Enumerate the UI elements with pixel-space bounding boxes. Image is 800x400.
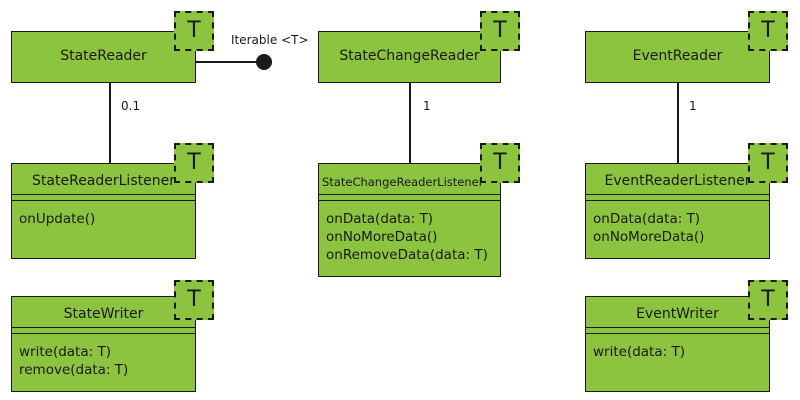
type-parameter-box: T — [480, 143, 520, 183]
operations-list: onUpdate() — [19, 210, 191, 228]
multiplicity-event-reader-listener: 1 — [689, 99, 697, 113]
operation: onData(data: T) — [593, 211, 701, 227]
class-name: StateWriter — [63, 306, 144, 322]
multiplicity-state-change-reader-listener: 1 — [423, 99, 431, 113]
operation: write(data: T) — [19, 344, 111, 360]
interface-label: Iterable <T> — [231, 33, 309, 47]
multiplicity-state-reader-listener: 0.1 — [121, 99, 141, 113]
operation: onRemoveData(data: T) — [326, 247, 488, 263]
class-state-reader[interactable]: StateReader — [11, 31, 196, 83]
operations-list: onData(data: T) onNoMoreData() — [593, 210, 765, 246]
class-event-writer[interactable]: EventWriter write(data: T) — [585, 296, 770, 392]
class-name: StateChangeReaderListener — [322, 175, 484, 189]
type-parameter-box: T — [174, 280, 214, 320]
class-state-change-reader-listener[interactable]: StateChangeReaderListener onData(data: T… — [318, 163, 501, 277]
class-name: StateChangeReader — [339, 48, 480, 64]
operations-list: onData(data: T) onNoMoreData() onRemoveD… — [326, 210, 496, 264]
type-parameter-box: T — [748, 11, 788, 51]
type-parameter-box: T — [748, 280, 788, 320]
operation: onUpdate() — [19, 211, 96, 227]
class-event-reader-listener[interactable]: EventReaderListener onData(data: T) onNo… — [585, 163, 770, 259]
type-parameter-box: T — [480, 11, 520, 51]
class-name: EventWriter — [636, 306, 719, 322]
class-name: StateReader — [60, 48, 147, 64]
class-state-reader-listener[interactable]: StateReaderListener onUpdate() — [11, 163, 196, 259]
operation: onData(data: T) — [326, 211, 434, 227]
operations-list: write(data: T) remove(data: T) — [19, 343, 191, 379]
operations-list: write(data: T) — [593, 343, 765, 361]
class-event-reader[interactable]: EventReader — [585, 31, 770, 83]
operation: onNoMoreData() — [326, 229, 438, 245]
operation: onNoMoreData() — [593, 229, 705, 245]
interface-lollipop-circle — [256, 54, 272, 70]
operation: remove(data: T) — [19, 362, 129, 378]
operation: write(data: T) — [593, 344, 685, 360]
type-parameter-box: T — [174, 11, 214, 51]
class-name: EventReader — [632, 48, 723, 64]
class-name: EventReaderListener — [604, 173, 751, 189]
class-name: StateReaderListener — [32, 173, 175, 189]
class-state-change-reader[interactable]: StateChangeReader — [318, 31, 501, 83]
type-parameter-box: T — [174, 143, 214, 183]
class-state-writer[interactable]: StateWriter write(data: T) remove(data: … — [11, 296, 196, 392]
type-parameter-box: T — [748, 143, 788, 183]
